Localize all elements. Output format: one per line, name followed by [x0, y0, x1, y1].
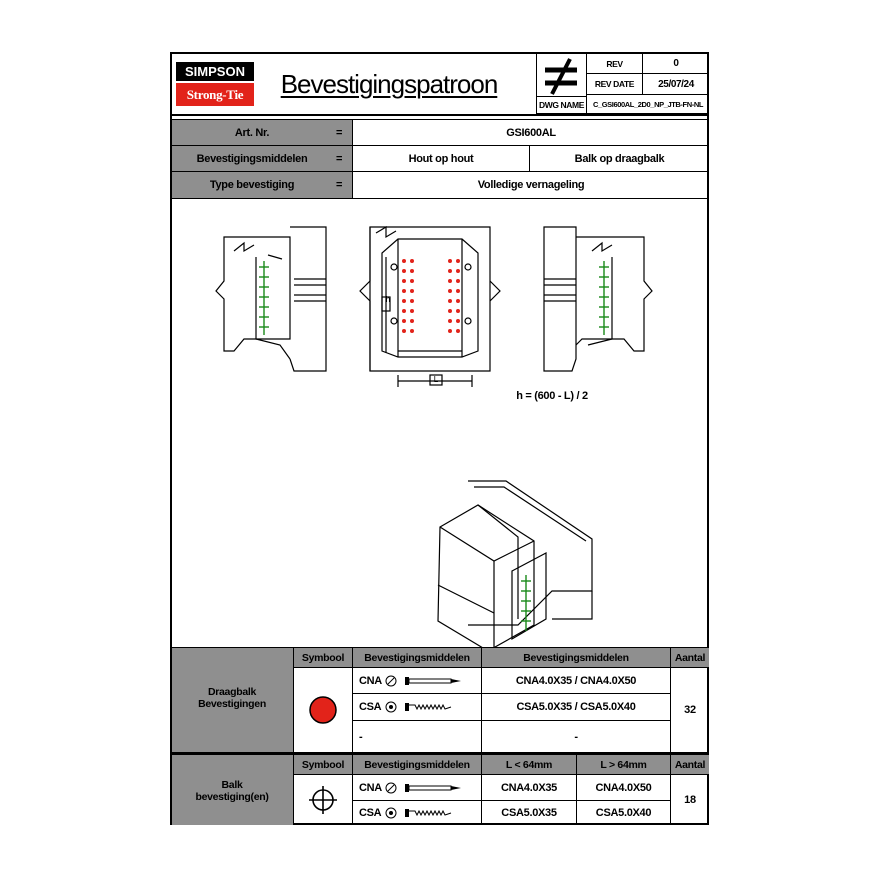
red-dot-icon — [309, 696, 337, 724]
table1-spec-empty: - — [481, 720, 671, 753]
nail-markers — [259, 259, 609, 631]
header-divider — [172, 114, 707, 119]
side-view-right — [543, 226, 653, 372]
isometric-view — [437, 480, 593, 647]
table2-row-csa: CSA — [352, 800, 482, 825]
table2-fastener-header: Bevestigingsmiddelen — [352, 754, 482, 775]
page-title: Bevestigingspatroon — [280, 68, 499, 99]
height-formula: h = (600 - L) / 2 — [516, 390, 588, 402]
rev-date-label: REV DATE — [586, 73, 643, 95]
fixing-value-wood: Hout op hout — [352, 145, 530, 172]
fastener-type: CSA — [359, 701, 382, 713]
fixing-label-cell: Bevestigingsmiddelen = — [172, 145, 353, 172]
nail-icon — [385, 782, 461, 793]
table2-short-header: L < 64mm — [481, 754, 577, 775]
table1-qty: 32 — [670, 667, 709, 753]
table1-row-csa: CSA — [352, 693, 482, 721]
dwg-name-label: DWG NAME — [537, 96, 586, 113]
fastener-type: CNA — [359, 674, 382, 687]
art-nr-label: Art. Nr. — [234, 126, 270, 139]
type-label: Type bevestiging — [209, 179, 295, 191]
table1-symbol-header: Symbool — [293, 647, 353, 668]
table2-row-cna: CNA — [352, 774, 482, 801]
table2-symbol-cell — [293, 774, 353, 825]
rev-label: REV — [586, 54, 643, 74]
type-value: Volledige vernageling — [352, 171, 709, 199]
table1-spec-cna: CNA4.0X35 / CNA4.0X50 — [481, 667, 671, 694]
rev-date-value: 25/07/24 — [642, 73, 709, 95]
rev-value: 0 — [642, 54, 709, 74]
equals-sign: = — [335, 179, 343, 191]
table1-symbol-cell — [293, 667, 353, 753]
table1-group-label: Draagbalk Bevestigingen — [198, 686, 266, 710]
art-nr-value: GSI600AL — [352, 119, 709, 146]
table1-group-cell: Draagbalk Bevestigingen — [172, 647, 294, 753]
brand-logo-strongtie: Strong-Tie — [176, 83, 254, 106]
table2-short-cna: CNA4.0X35 — [481, 774, 577, 801]
table1-row-cna: CNA — [352, 667, 482, 694]
fastener-type: CSA — [359, 807, 382, 819]
table1-qty-header: Aantal — [670, 647, 709, 668]
screw-icon — [385, 701, 452, 713]
table-divider — [172, 752, 709, 756]
table1-fastener-header: Bevestigingsmiddelen — [352, 647, 482, 668]
equals-sign: = — [335, 152, 343, 165]
not-equal-icon: DWG NAME — [536, 54, 586, 114]
front-view — [359, 225, 501, 387]
crosshair-icon — [309, 786, 337, 814]
dwg-name-value: C_GSI600AL_2D0_NP_JTB-FN-NL — [586, 94, 709, 114]
table2-group-cell: Balk bevestiging(en) — [172, 754, 294, 825]
type-label-cell: Type bevestiging = — [172, 171, 353, 199]
info-label-cell: Art. Nr. = — [172, 119, 353, 146]
side-view-left — [215, 226, 327, 372]
table2-long-cna: CNA4.0X50 — [576, 774, 671, 801]
table1-spec-header: Bevestigingsmiddelen — [481, 647, 671, 668]
nail-icon — [385, 675, 461, 686]
table2-long-csa: CSA5.0X40 — [576, 800, 671, 825]
drawing-sheet: SIMPSON Strong-Tie Bevestigingspatroon D… — [170, 52, 709, 825]
dimension-h-label: h — [385, 295, 391, 304]
table1-row-empty: - — [352, 720, 482, 753]
table2-long-header: L > 64mm — [576, 754, 671, 775]
table2-short-csa: CSA5.0X35 — [481, 800, 577, 825]
fixing-value-beam: Balk op draagbalk — [529, 145, 709, 172]
table2-qty: 18 — [670, 774, 709, 825]
installation-drawing — [215, 225, 653, 647]
table2-qty-header: Aantal — [670, 754, 709, 775]
brand-logo-simpson: SIMPSON — [176, 62, 254, 81]
fixing-label: Bevestigingsmiddelen — [196, 152, 308, 165]
table2-symbol-header: Symbool — [293, 754, 353, 775]
table2-group-label: Balk bevestiging(en) — [195, 779, 269, 803]
screw-icon — [385, 807, 452, 819]
dimension-l-label: L — [433, 375, 439, 384]
equals-sign: = — [335, 126, 343, 139]
table1-spec-csa: CSA5.0X35 / CSA5.0X40 — [481, 693, 671, 721]
fastener-type: CNA — [359, 781, 382, 794]
